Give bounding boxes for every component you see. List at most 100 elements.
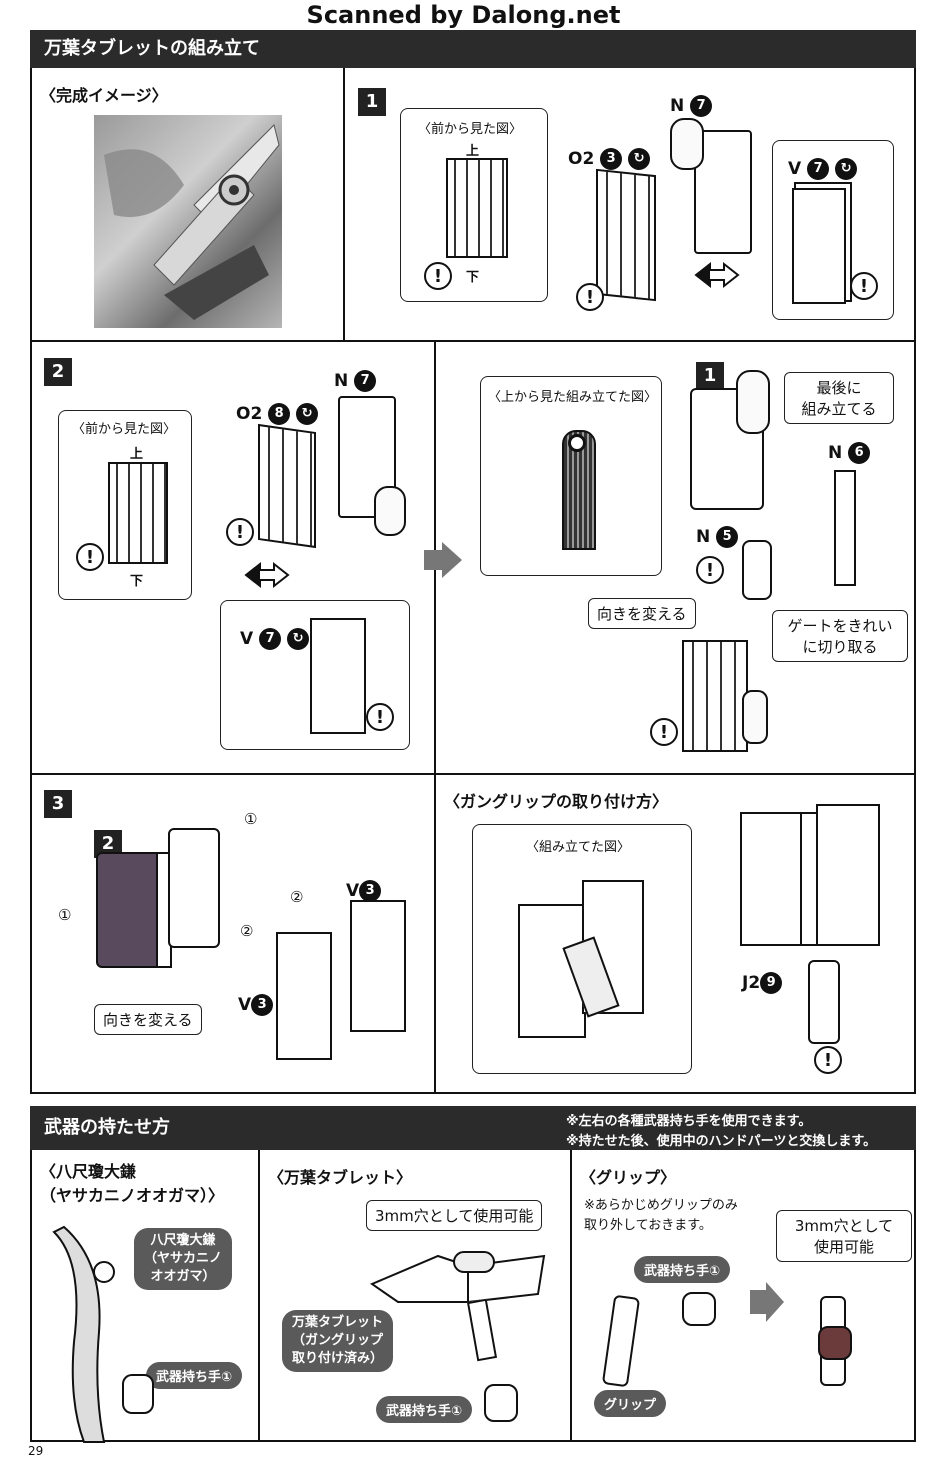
step3-order2-bottom: ② [240, 922, 254, 940]
section-title-weapon: 武器の持たせ方 [30, 1106, 916, 1150]
complete-image-label: 〈完成イメージ〉 [40, 86, 168, 105]
step1-warning-v-icon: ! [850, 272, 878, 300]
j2-number-badge: 9 [760, 972, 783, 994]
step-1-number: 1 [358, 88, 386, 116]
v-number-badge: 7 [259, 628, 282, 650]
row2-bottom-divider [30, 773, 916, 775]
step2-part-n-label: N 7 [334, 370, 377, 392]
v-rotate-icon: ↻ [287, 628, 310, 650]
v-number-badge: 7 [807, 158, 830, 180]
gangrip-tablet-right [816, 804, 880, 946]
gangrip-tablet-left [740, 812, 806, 946]
n5-number-badge: 5 [716, 526, 739, 548]
step1-warning-o2-icon: ! [576, 283, 604, 311]
photo-figure-icon [104, 124, 280, 320]
step3-order1-left: ① [58, 906, 72, 924]
col2-hand-label: 武器持ち手① [376, 1396, 473, 1423]
scythe-weapon-icon [52, 1225, 115, 1443]
step2-front-view-label: 〈前から見た図〉 [72, 422, 177, 437]
step3-order1-top: ① [244, 810, 258, 828]
complete-image-photo [94, 115, 282, 328]
step1-part-o2-label: O2 3 ↻ [568, 148, 651, 170]
step2-part-n5-label: N 5 [696, 526, 739, 548]
col3-hole-note: 3mm穴として 使用可能 [776, 1210, 912, 1262]
step2-o2-book [258, 423, 316, 549]
step3-warning-j2-icon: ! [814, 1046, 842, 1074]
step1-v-book [792, 188, 846, 304]
gate-clean-note: ゲートをきれい に切り取る [772, 610, 908, 662]
gangrip-title: 〈ガングリップの取り付け方〉 [444, 792, 669, 811]
step2-next-arrow-icon [424, 542, 462, 578]
n6-number-badge: 6 [848, 442, 871, 464]
weapon-note-1: ※左右の各種武器持ち手を使用できます。 [566, 1114, 812, 1129]
col2-hole-note: 3mm穴として使用可能 [366, 1200, 543, 1231]
step2-up-label: 上 [130, 447, 144, 462]
weapon-note-2: ※持たせた後、使用中のハンドパーツと交換します。 [566, 1134, 877, 1149]
step2-top-view-hole [568, 434, 586, 452]
step2-rotated-hinge [742, 690, 768, 744]
v-rotate-icon: ↻ [835, 158, 858, 180]
step2-part-o2-label: O2 8 ↻ [236, 403, 319, 425]
weapon-col1-title: 〈八尺瓊大鎌 （ヤサカニノオオガマ）〉 [40, 1162, 225, 1205]
step2-change-direction-label: 向きを変える [588, 598, 696, 629]
col3-dark-hand-icon [818, 1326, 852, 1360]
assembled-tablet-left [518, 904, 586, 1038]
step-2-number: 2 [44, 358, 72, 386]
step2-front-card [108, 462, 168, 564]
step3-order2-top: ② [290, 888, 304, 906]
col2-hand-icon [484, 1384, 518, 1422]
step2-hinge-plate-large [690, 388, 764, 510]
col2-tablet-label: 万葉タブレット （ガングリップ 取り付け済み） [282, 1310, 394, 1372]
step2-swap-arrow-icon [244, 561, 290, 589]
n-number-badge: 7 [690, 95, 713, 117]
col3-grip-label: グリップ [594, 1390, 667, 1417]
step2-warning-n5-icon: ! [696, 556, 724, 584]
col1-hand-label: 武器持ち手① [146, 1362, 243, 1389]
step3-v-plate-lower [276, 932, 332, 1060]
step2-rotated-book [682, 640, 748, 752]
step3-change-direction-label: 向きを変える [94, 1004, 202, 1035]
scythe-weapon [44, 1222, 134, 1443]
step2-down-label: 下 [130, 574, 144, 589]
v-number-badge: 3 [359, 880, 382, 902]
step1-warning-front-icon: ! [424, 262, 452, 290]
step1-o2-book [596, 168, 656, 302]
o2-rotate-icon: ↻ [296, 403, 319, 425]
scythe-weapon-label: 八尺瓊大鎌 （ヤサカニノ オオガマ） [134, 1228, 233, 1290]
row3-vertical-divider [434, 775, 436, 1093]
o2-rotate-icon: ↻ [628, 148, 651, 170]
weapon-col2-title: 〈万葉タブレット〉 [268, 1168, 413, 1187]
step2-warning-front-icon: ! [76, 543, 104, 571]
step2-v-book [310, 618, 366, 734]
step2-sub-number: 1 [696, 362, 724, 390]
step2-top-view-label: 〈上から見た組み立てた図〉 [488, 390, 658, 405]
weapon-col2-divider [570, 1150, 572, 1442]
open-tablet-icon [369, 1251, 546, 1304]
step2-hinge-barrel-large [736, 370, 770, 434]
o2-number-badge: 8 [268, 403, 291, 425]
row1-bottom-divider [30, 340, 916, 342]
step1-front-view-label: 〈前から見た図〉 [418, 122, 523, 137]
step1-swap-arrow-icon [694, 261, 740, 289]
col3-next-arrow-icon [750, 1282, 784, 1322]
v-number-badge: 3 [251, 994, 274, 1016]
step2-warning-v-icon: ! [366, 703, 394, 731]
n-number-badge: 7 [354, 370, 377, 392]
step3-v-plate-upper [350, 900, 406, 1032]
col3-hand-icon [682, 1292, 716, 1326]
step3-dark-plate [96, 852, 166, 968]
step2-warning-o2-icon: ! [226, 518, 254, 546]
step1-down-label: 下 [466, 270, 480, 285]
col1-hand-icon [122, 1374, 154, 1414]
last-assemble-note: 最後に 組み立てる [784, 372, 894, 424]
o2-number-badge: 3 [600, 148, 623, 170]
step-3-number: 3 [44, 790, 72, 818]
j2-grip-part [808, 960, 840, 1044]
step2-part-n6-label: N 6 [828, 442, 871, 464]
open-tablet-book [368, 1244, 546, 1304]
col3-hand-label: 武器持ち手① [634, 1256, 731, 1283]
step2-warning-book-icon: ! [650, 718, 678, 746]
page-number: 29 [28, 1444, 44, 1458]
row1-vertical-divider [343, 68, 345, 341]
